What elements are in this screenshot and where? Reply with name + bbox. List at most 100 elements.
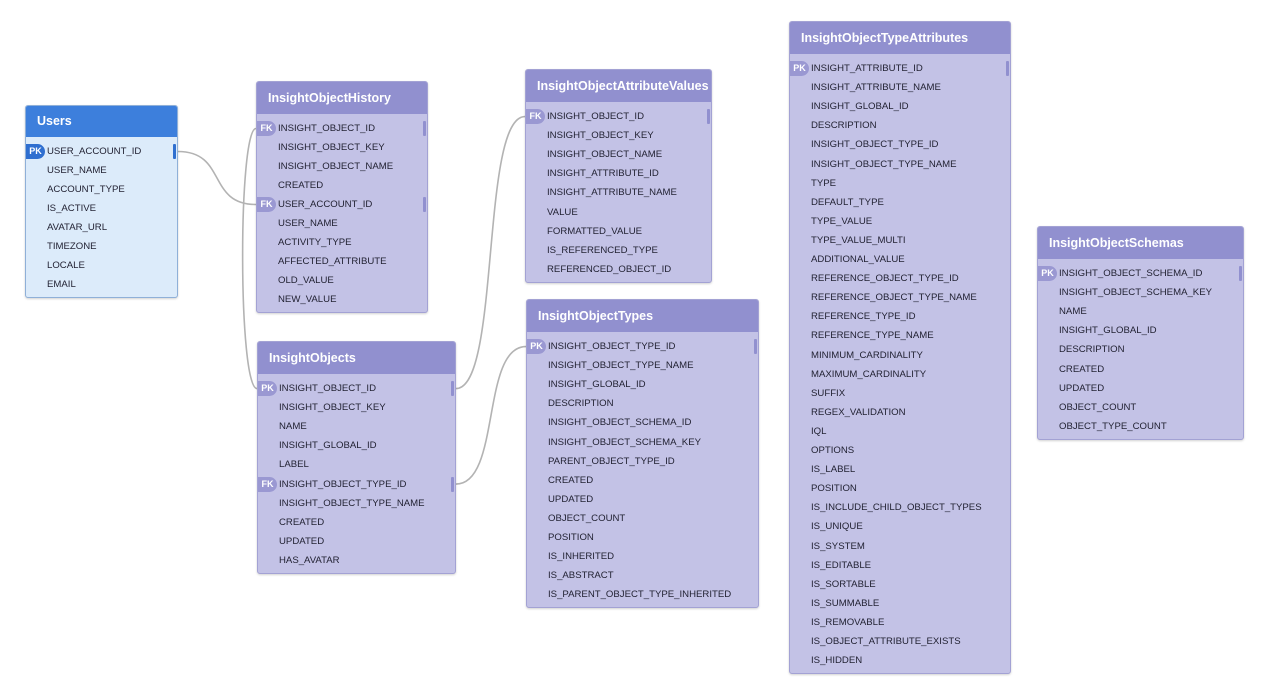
column-row-insight-attribute-id[interactable]: INSIGHT_ATTRIBUTE_ID: [526, 164, 711, 183]
column-row-insight-object-type-id[interactable]: INSIGHT_OBJECT_TYPE_ID: [790, 135, 1010, 154]
column-row-is-removable[interactable]: IS_REMOVABLE: [790, 613, 1010, 632]
column-row-insight-object-type-name[interactable]: INSIGHT_OBJECT_TYPE_NAME: [527, 356, 758, 375]
column-row-is-abstract[interactable]: IS_ABSTRACT: [527, 566, 758, 585]
column-row-insight-global-id[interactable]: INSIGHT_GLOBAL_ID: [790, 97, 1010, 116]
column-row-affected-attribute[interactable]: AFFECTED_ATTRIBUTE: [257, 252, 427, 271]
column-row-formatted-value[interactable]: FORMATTED_VALUE: [526, 222, 711, 241]
column-row-additional-value[interactable]: ADDITIONAL_VALUE: [790, 250, 1010, 269]
column-row-created[interactable]: CREATED: [1038, 360, 1243, 379]
column-row-reference-type-name[interactable]: REFERENCE_TYPE_NAME: [790, 326, 1010, 345]
column-row-default-type[interactable]: DEFAULT_TYPE: [790, 193, 1010, 212]
column-row-insight-object-key[interactable]: INSIGHT_OBJECT_KEY: [258, 398, 455, 417]
column-row-is-active[interactable]: IS_ACTIVE: [26, 199, 177, 218]
column-row-insight-object-schema-key[interactable]: INSIGHT_OBJECT_SCHEMA_KEY: [1038, 283, 1243, 302]
column-row-insight-object-name[interactable]: INSIGHT_OBJECT_NAME: [257, 157, 427, 176]
column-row-email[interactable]: EMAIL: [26, 275, 177, 294]
column-row-updated[interactable]: UPDATED: [527, 490, 758, 509]
column-row-has-avatar[interactable]: HAS_AVATAR: [258, 551, 455, 570]
column-row-updated[interactable]: UPDATED: [1038, 379, 1243, 398]
column-row-is-label[interactable]: IS_LABEL: [790, 460, 1010, 479]
column-row-name[interactable]: NAME: [258, 417, 455, 436]
column-row-user-name[interactable]: USER_NAME: [257, 214, 427, 233]
column-row-insight-object-name[interactable]: INSIGHT_OBJECT_NAME: [526, 145, 711, 164]
column-row-locale[interactable]: LOCALE: [26, 256, 177, 275]
column-row-position[interactable]: POSITION: [790, 479, 1010, 498]
column-row-is-inherited[interactable]: IS_INHERITED: [527, 547, 758, 566]
column-row-account-type[interactable]: ACCOUNT_TYPE: [26, 180, 177, 199]
column-row-reference-object-type-name[interactable]: REFERENCE_OBJECT_TYPE_NAME: [790, 288, 1010, 307]
column-row-position[interactable]: POSITION: [527, 528, 758, 547]
column-row-reference-object-type-id[interactable]: REFERENCE_OBJECT_TYPE_ID: [790, 269, 1010, 288]
column-row-is-editable[interactable]: IS_EDITABLE: [790, 556, 1010, 575]
column-row-activity-type[interactable]: ACTIVITY_TYPE: [257, 233, 427, 252]
column-row-created[interactable]: CREATED: [527, 471, 758, 490]
column-row-insight-attribute-name[interactable]: INSIGHT_ATTRIBUTE_NAME: [526, 183, 711, 202]
column-row-description[interactable]: DESCRIPTION: [790, 116, 1010, 135]
column-row-is-referenced-type[interactable]: IS_REFERENCED_TYPE: [526, 241, 711, 260]
column-row-is-hidden[interactable]: IS_HIDDEN: [790, 651, 1010, 670]
column-row-object-count[interactable]: OBJECT_COUNT: [527, 509, 758, 528]
column-row-iql[interactable]: IQL: [790, 422, 1010, 441]
column-row-insight-global-id[interactable]: INSIGHT_GLOBAL_ID: [1038, 321, 1243, 340]
column-row-new-value[interactable]: NEW_VALUE: [257, 290, 427, 309]
column-row-insight-object-schema-id[interactable]: INSIGHT_OBJECT_SCHEMA_ID: [527, 413, 758, 432]
column-row-description[interactable]: DESCRIPTION: [527, 394, 758, 413]
column-row-regex-validation[interactable]: REGEX_VALIDATION: [790, 403, 1010, 422]
column-row-minimum-cardinality[interactable]: MINIMUM_CARDINALITY: [790, 346, 1010, 365]
column-row-insight-object-schema-key[interactable]: INSIGHT_OBJECT_SCHEMA_KEY: [527, 433, 758, 452]
column-row-type[interactable]: TYPE: [790, 174, 1010, 193]
column-row-is-summable[interactable]: IS_SUMMABLE: [790, 594, 1010, 613]
column-row-is-object-attribute-exists[interactable]: IS_OBJECT_ATTRIBUTE_EXISTS: [790, 632, 1010, 651]
column-row-options[interactable]: OPTIONS: [790, 441, 1010, 460]
column-row-created[interactable]: CREATED: [257, 176, 427, 195]
column-row-is-parent-object-type-inherited[interactable]: IS_PARENT_OBJECT_TYPE_INHERITED: [527, 585, 758, 604]
column-row-value[interactable]: VALUE: [526, 203, 711, 222]
column-row-type-value-multi[interactable]: TYPE_VALUE_MULTI: [790, 231, 1010, 250]
column-row-insight-attribute-name[interactable]: INSIGHT_ATTRIBUTE_NAME: [790, 78, 1010, 97]
column-row-is-unique[interactable]: IS_UNIQUE: [790, 517, 1010, 536]
column-row-reference-type-id[interactable]: REFERENCE_TYPE_ID: [790, 307, 1010, 326]
column-row-created[interactable]: CREATED: [258, 513, 455, 532]
column-row-referenced-object-id[interactable]: REFERENCED_OBJECT_ID: [526, 260, 711, 279]
column-row-user-name[interactable]: USER_NAME: [26, 161, 177, 180]
column-row-old-value[interactable]: OLD_VALUE: [257, 271, 427, 290]
column-row-insight-object-key[interactable]: INSIGHT_OBJECT_KEY: [526, 126, 711, 145]
column-row-timezone[interactable]: TIMEZONE: [26, 237, 177, 256]
column-row-insight-object-key[interactable]: INSIGHT_OBJECT_KEY: [257, 138, 427, 157]
column-row-parent-object-type-id[interactable]: PARENT_OBJECT_TYPE_ID: [527, 452, 758, 471]
column-row-is-sortable[interactable]: IS_SORTABLE: [790, 575, 1010, 594]
column-row-type-value[interactable]: TYPE_VALUE: [790, 212, 1010, 231]
column-row-updated[interactable]: UPDATED: [258, 532, 455, 551]
column-row-label[interactable]: LABEL: [258, 455, 455, 474]
column-row-avatar-url[interactable]: AVATAR_URL: [26, 218, 177, 237]
column-row-insight-object-type-name[interactable]: INSIGHT_OBJECT_TYPE_NAME: [258, 494, 455, 513]
column-row-is-system[interactable]: IS_SYSTEM: [790, 537, 1010, 556]
column-row-insight-global-id[interactable]: INSIGHT_GLOBAL_ID: [258, 436, 455, 455]
column-row-is-include-child-object-types[interactable]: IS_INCLUDE_CHILD_OBJECT_TYPES: [790, 498, 1010, 517]
column-row-insight-global-id[interactable]: INSIGHT_GLOBAL_ID: [527, 375, 758, 394]
column-row-object-type-count[interactable]: OBJECT_TYPE_COUNT: [1038, 417, 1243, 436]
column-row-maximum-cardinality[interactable]: MAXIMUM_CARDINALITY: [790, 365, 1010, 384]
column-row-insight-object-type-name[interactable]: INSIGHT_OBJECT_TYPE_NAME: [790, 155, 1010, 174]
column-row-description[interactable]: DESCRIPTION: [1038, 340, 1243, 359]
column-row-suffix[interactable]: SUFFIX: [790, 384, 1010, 403]
column-row-object-count[interactable]: OBJECT_COUNT: [1038, 398, 1243, 417]
column-row-name[interactable]: NAME: [1038, 302, 1243, 321]
